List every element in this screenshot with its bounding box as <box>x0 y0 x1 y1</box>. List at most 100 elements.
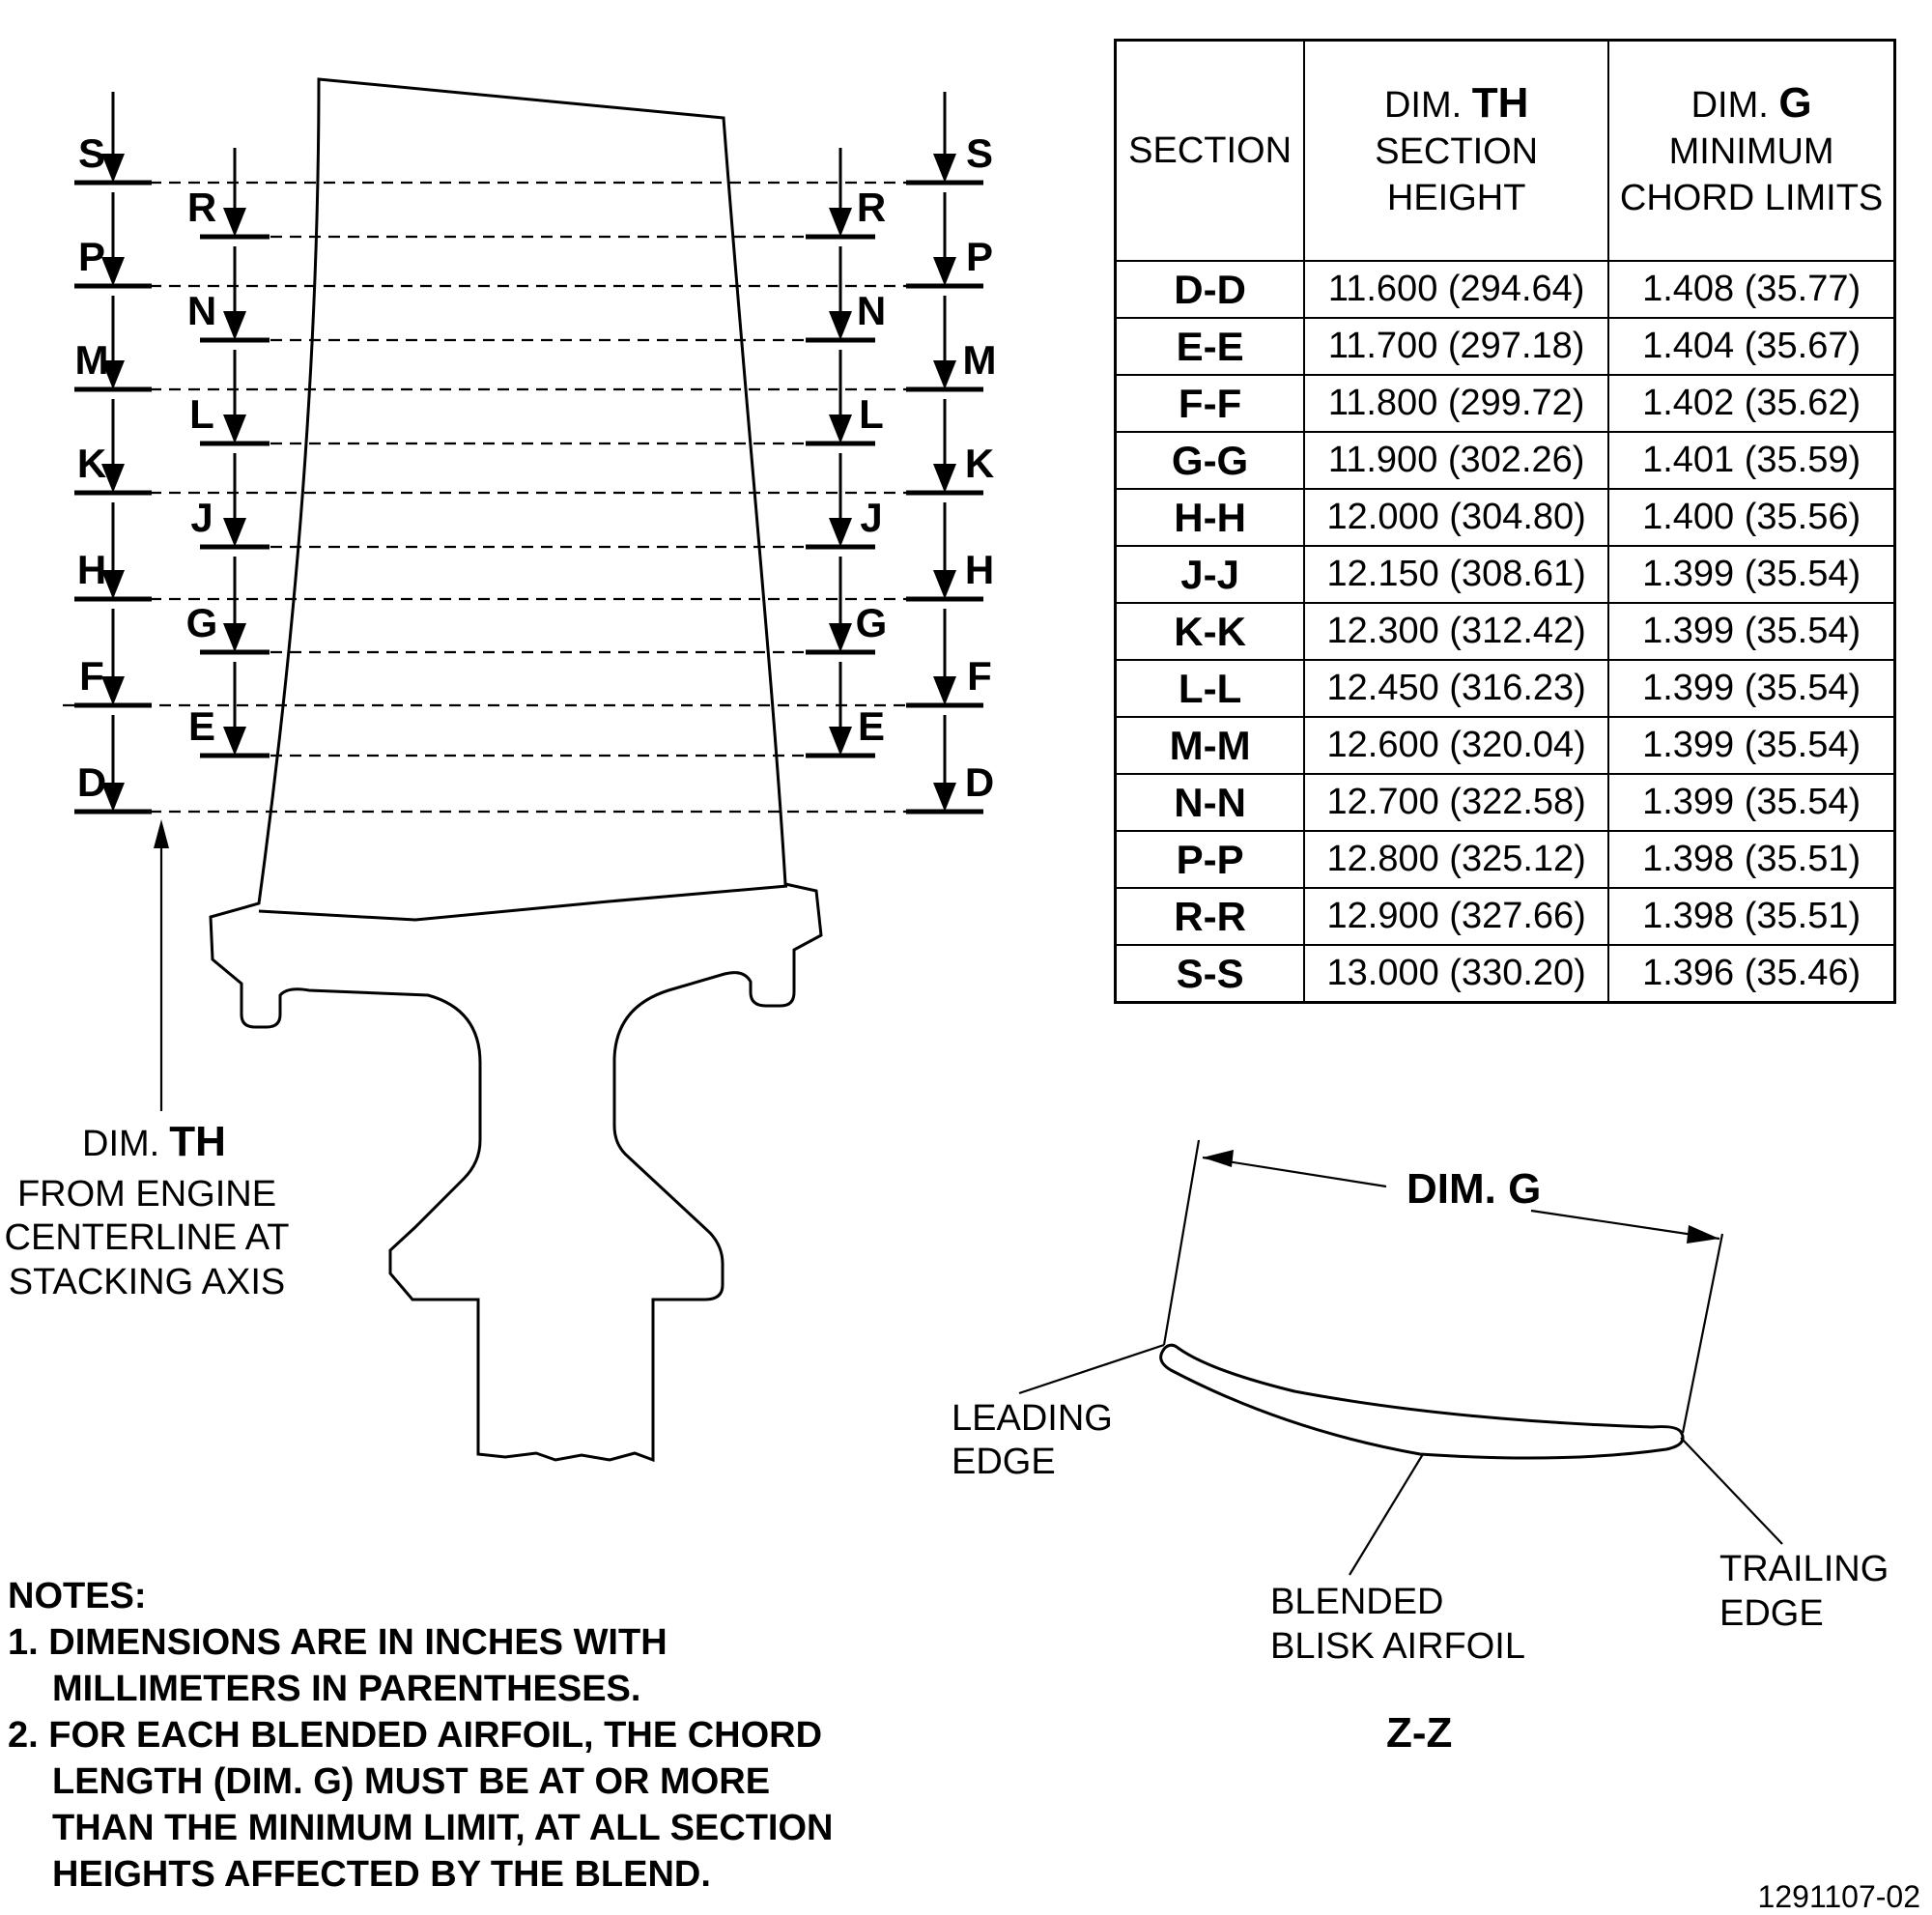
left-inner-section-arrow: L <box>189 350 270 446</box>
section-label: R <box>857 185 886 230</box>
left-outer-section-arrow: S <box>74 92 152 186</box>
blended-airfoil-shape <box>1159 1343 1685 1460</box>
cell-chord: 1.396 (35.46) <box>1607 944 1896 1004</box>
section-label: N <box>187 288 216 333</box>
svg-text:CENTERLINE AT: CENTERLINE AT <box>5 1217 290 1258</box>
cell-height: 11.700 (297.18) <box>1303 317 1610 376</box>
right-inner-section-arrow: E <box>806 662 885 758</box>
right-inner-section-arrow: G <box>806 557 888 655</box>
section-label: M <box>75 337 109 383</box>
section-label: S <box>78 130 105 176</box>
cell-section: P-P <box>1114 830 1306 889</box>
cell-chord: 1.399 (35.54) <box>1607 773 1896 832</box>
svg-text:TRAILING: TRAILING <box>1719 1549 1889 1589</box>
section-label: N <box>857 288 886 333</box>
cell-height: 13.000 (330.20) <box>1303 944 1610 1004</box>
cell-height: 12.000 (304.80) <box>1303 488 1610 547</box>
svg-text:DIM. G: DIM. G <box>1406 1165 1541 1213</box>
section-label: E <box>188 703 215 749</box>
left-outer-section-arrow: M <box>74 296 152 392</box>
cell-chord: 1.398 (35.51) <box>1607 830 1896 889</box>
section-title: Z-Z <box>1386 1709 1452 1757</box>
section-label: D <box>965 759 994 805</box>
left-outer-section-arrow: F <box>74 609 152 708</box>
cell-chord: 1.399 (35.54) <box>1607 716 1896 775</box>
section-view-zz: DIM. G LEADING EDGE BLENDED BLISK AIRFOI… <box>952 1139 1889 1757</box>
header-section: SECTION <box>1114 39 1306 262</box>
svg-text:STACKING AXIS: STACKING AXIS <box>9 1262 285 1302</box>
section-label: D <box>77 759 106 805</box>
left-outer-section-arrow: H <box>74 502 152 602</box>
trailing-edge-leader <box>1680 1437 1783 1545</box>
right-inner-section-arrows: R NL J GE <box>806 148 888 758</box>
right-outer-section-arrow: F <box>906 609 992 708</box>
svg-text:BLENDED: BLENDED <box>1270 1582 1444 1622</box>
notes-heading: NOTES: <box>8 1576 147 1616</box>
cell-section: D-D <box>1114 260 1306 319</box>
right-outer-section-arrow: P <box>906 192 993 289</box>
leading-edge-leader <box>1018 1343 1165 1395</box>
cell-height: 12.300 (312.42) <box>1303 602 1610 661</box>
section-label: H <box>965 547 994 592</box>
cell-height: 12.900 (327.66) <box>1303 887 1610 946</box>
cell-chord: 1.399 (35.54) <box>1607 602 1896 661</box>
section-label: L <box>189 391 214 437</box>
left-inner-section-arrows: R N L J G E <box>186 148 270 758</box>
right-inner-section-arrow: N <box>806 246 886 343</box>
right-outer-section-arrow: H <box>906 502 994 602</box>
section-label: K <box>965 441 994 486</box>
right-inner-section-arrow: L <box>806 350 884 446</box>
section-label: F <box>967 653 992 699</box>
svg-text:EDGE: EDGE <box>1719 1593 1824 1634</box>
cell-chord: 1.402 (35.62) <box>1607 374 1896 433</box>
right-outer-section-arrow: K <box>906 399 994 496</box>
left-inner-section-arrow: J <box>190 453 270 550</box>
right-outer-section-arrow: M <box>906 296 997 392</box>
left-outer-section-arrow: P <box>74 192 152 289</box>
section-limits-table: SECTION DIM. TH SECTION HEIGHT DIM. G MI… <box>1114 39 1896 1004</box>
cell-section: L-L <box>1114 659 1306 718</box>
section-label: M <box>963 337 997 383</box>
svg-text:LEADING: LEADING <box>952 1398 1113 1439</box>
right-outer-section-arrow: D <box>906 715 994 815</box>
section-label: H <box>77 547 106 592</box>
section-label: J <box>860 495 882 540</box>
cell-section: G-G <box>1114 431 1306 490</box>
cell-chord: 1.398 (35.51) <box>1607 887 1896 946</box>
cell-height: 11.800 (299.72) <box>1303 374 1610 433</box>
dim-th-leader <box>154 819 169 1111</box>
svg-text:BLISK AIRFOIL: BLISK AIRFOIL <box>1270 1626 1525 1667</box>
drawing-number: 1291107-02 <box>1757 1879 1920 1914</box>
section-label: F <box>79 653 104 699</box>
section-label: J <box>190 495 213 540</box>
section-label: R <box>187 185 216 230</box>
cell-chord: 1.400 (35.56) <box>1607 488 1896 547</box>
left-outer-section-arrows: SP M K H F D <box>74 92 152 815</box>
cell-section: S-S <box>1114 944 1306 1004</box>
cell-section: K-K <box>1114 602 1306 661</box>
section-label: G <box>186 600 218 645</box>
cell-height: 12.700 (322.58) <box>1303 773 1610 832</box>
header-dim-g: DIM. G MINIMUM CHORD LIMITS <box>1607 39 1896 262</box>
cell-height: 12.800 (325.12) <box>1303 830 1610 889</box>
cell-chord: 1.399 (35.54) <box>1607 545 1896 604</box>
section-label: G <box>856 600 888 645</box>
section-label: K <box>77 441 106 486</box>
cell-section: N-N <box>1114 773 1306 832</box>
note-item: 1. DIMENSIONS ARE IN INCHES WITH MILLIME… <box>8 1622 668 1709</box>
svg-text:DIM.TH: DIM.TH <box>82 1118 226 1165</box>
left-inner-section-arrow: G <box>186 557 270 655</box>
header-dim-th: DIM. TH SECTION HEIGHT <box>1303 39 1610 262</box>
